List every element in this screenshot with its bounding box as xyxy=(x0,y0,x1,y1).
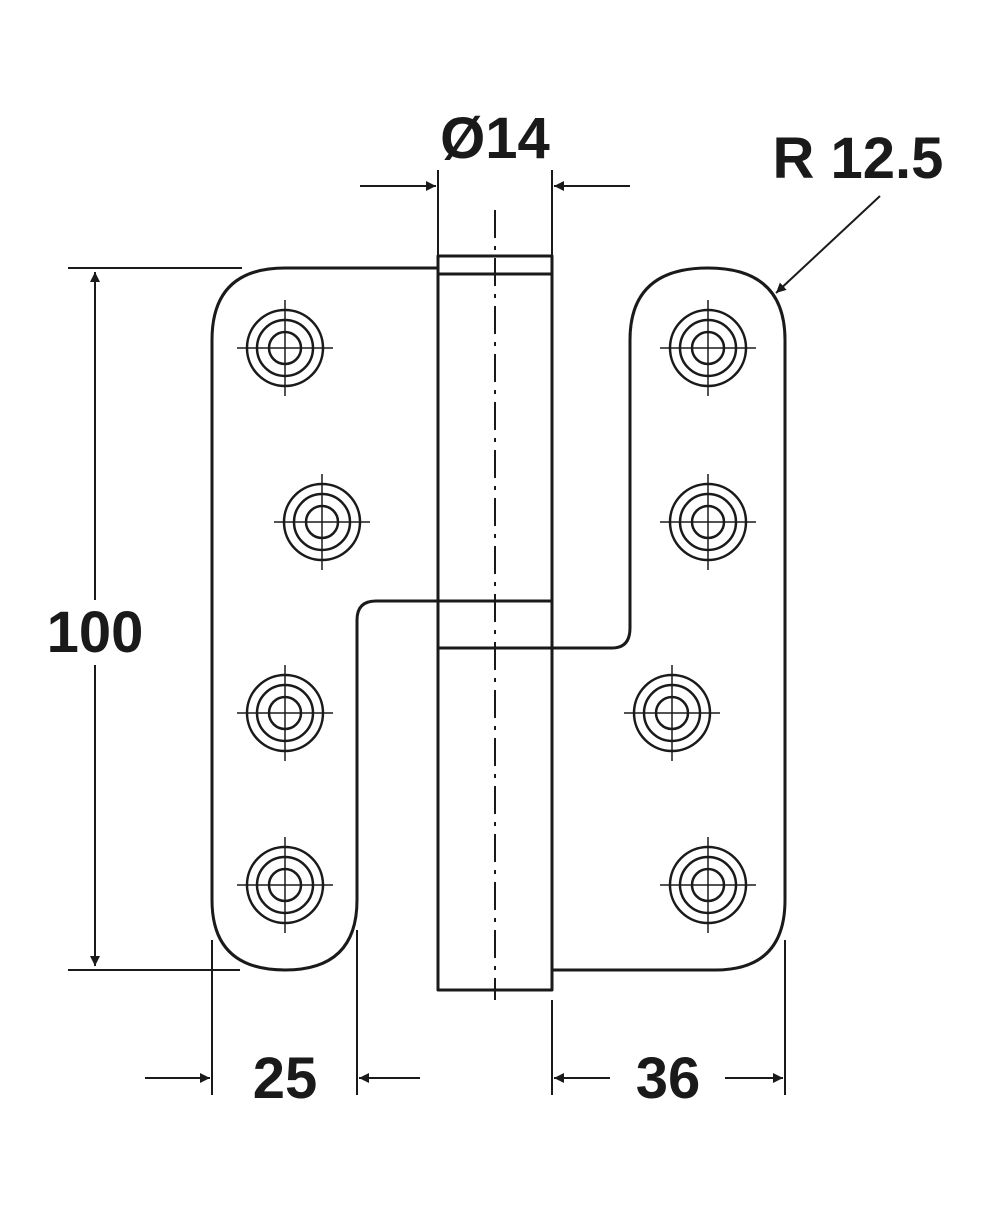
pin-diameter-label: Ø14 xyxy=(440,106,550,171)
screw-hole xyxy=(237,300,333,396)
screw-hole xyxy=(660,837,756,933)
height-label: 100 xyxy=(47,600,144,665)
screw-hole xyxy=(237,665,333,761)
screw-hole xyxy=(237,837,333,933)
left-leaf-width-label: 25 xyxy=(253,1046,318,1111)
right-leaf-width-label: 36 xyxy=(636,1046,701,1111)
screw-hole xyxy=(660,300,756,396)
radius-leader xyxy=(775,195,881,294)
corner-radius-label: R 12.5 xyxy=(773,126,944,191)
screw-hole xyxy=(660,474,756,570)
left-leaf-outline xyxy=(210,266,438,972)
screw-hole xyxy=(624,665,720,761)
right-leaf-outline xyxy=(552,266,787,972)
screw-hole xyxy=(274,474,370,570)
